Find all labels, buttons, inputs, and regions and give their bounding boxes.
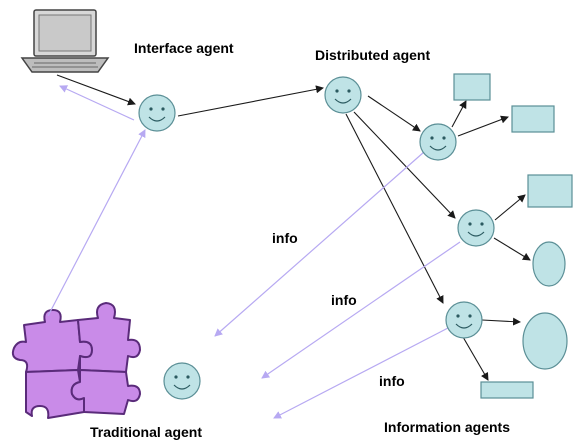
info-arrow-2 [261, 241, 461, 379]
traditional-agent-label: Traditional agent [90, 424, 202, 440]
interface-agent-label: Interface agent [134, 40, 234, 56]
distributed-to-agent2-arrow [353, 111, 456, 219]
distributed-to-agent1-arrow [367, 95, 421, 132]
info-label-2: info [331, 292, 357, 308]
agent3-to-ellipse2-arrow [481, 317, 521, 326]
laptop-icon [20, 9, 110, 73]
agent2-to-box3-arrow [494, 194, 526, 221]
info-source-box-2 [511, 105, 555, 133]
info-source-box-3 [527, 174, 573, 208]
agent2-to-ellipse1-arrow [493, 237, 531, 261]
distributed-to-agent3-arrow [345, 113, 444, 304]
puzzle-to-interface-arrow [47, 129, 146, 317]
puzzle-icon [11, 302, 141, 419]
information-agent-2-smiley-icon [457, 209, 495, 247]
distributed-agent-smiley-icon [324, 76, 362, 114]
info-label-1: info [272, 230, 298, 246]
agent1-to-box1-arrow [451, 100, 467, 128]
information-agent-3-smiley-icon [445, 301, 483, 339]
distributed-agent-label: Distributed agent [315, 47, 430, 63]
info-arrow-3 [273, 327, 449, 419]
interface-agent-smiley-icon [138, 94, 176, 132]
traditional-agent-smiley-icon [163, 362, 201, 400]
info-source-ellipse-1 [532, 241, 566, 287]
information-agent-1-smiley-icon [419, 123, 457, 161]
agent3-to-box4-arrow [462, 336, 489, 381]
agent1-to-box2-arrow [457, 115, 509, 137]
info-source-box-4 [480, 381, 534, 399]
info-source-ellipse-2 [522, 312, 568, 370]
information-agents-label: Information agents [384, 419, 510, 435]
laptop-to-interface-arrow [56, 74, 136, 106]
info-source-box-1 [453, 73, 491, 101]
info-label-3: info [379, 373, 405, 389]
interface-to-laptop-arrow [59, 85, 135, 121]
info-arrow-1 [214, 151, 425, 337]
interface-to-distributed-arrow [177, 85, 324, 117]
